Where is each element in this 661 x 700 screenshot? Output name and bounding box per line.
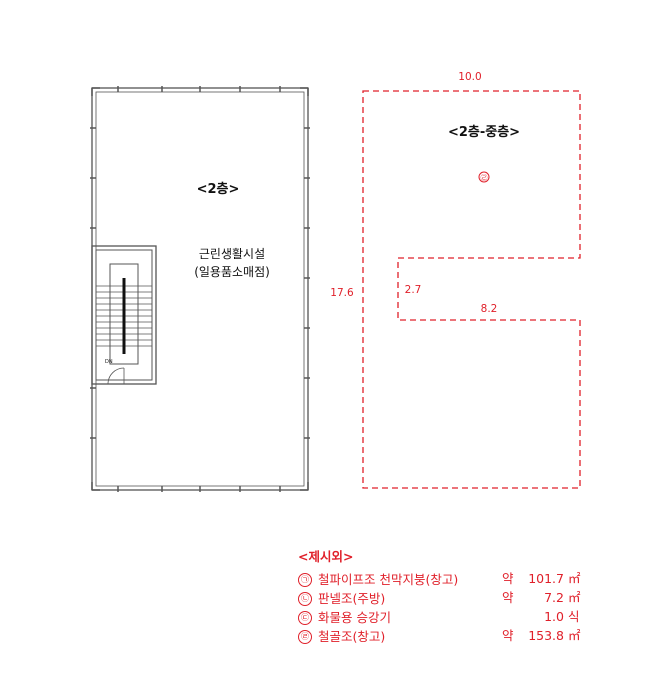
inner-wall: [95, 91, 305, 487]
mezzanine-title: <2층-중층>: [448, 124, 520, 140]
legend-unit: ㎡: [568, 571, 581, 586]
legend-qty: 7.2: [544, 590, 564, 605]
legend-qty: 101.7: [528, 571, 564, 586]
legend-mark: ㉡: [298, 591, 312, 606]
legend-unit: 식: [568, 609, 580, 624]
legend-mark: ㉢: [298, 610, 312, 625]
left-floor-plan: [90, 86, 310, 492]
legend-item: ㉢ 화물용 승강기 1.0 식: [298, 607, 598, 626]
stair-dn-label: DN: [105, 359, 113, 365]
legend-name: 화물용 승강기: [318, 610, 391, 625]
use-label-line2: (일용품소매점): [194, 265, 270, 279]
legend-item: ㉣ 철골조(창고) 약 153.8 ㎡: [298, 626, 598, 645]
dim-notch-height: 2.7: [405, 284, 422, 296]
legend-name: 판넬조(주방): [318, 591, 386, 606]
legend-name: 철파이프조 천막지붕(창고): [318, 572, 459, 587]
legend-prefix: 약: [502, 571, 514, 586]
stair-core: [91, 245, 157, 385]
legend-item: ㉡ 판넬조(주방) 약 7.2 ㎡: [298, 588, 598, 607]
legend-prefix: 약: [502, 590, 514, 605]
legend-name: 철골조(창고): [318, 629, 386, 644]
legend-mark: ㉠: [298, 572, 312, 587]
columns: [90, 86, 310, 492]
dim-left: 17.6: [330, 287, 354, 299]
legend-mark: ㉣: [298, 629, 312, 644]
legend-title: <제시외>: [298, 549, 354, 564]
marker-circle: [478, 171, 490, 183]
floor-label: <2층>: [197, 181, 240, 197]
mezzanine-outline: [362, 90, 581, 489]
dim-top: 10.0: [458, 71, 481, 83]
legend-item: ㉠ 철파이프조 천막지붕(창고) 약 101.7 ㎡: [298, 569, 598, 588]
legend-qty: 1.0: [544, 609, 564, 624]
dim-notch-depth: 8.2: [481, 303, 498, 315]
legend-unit: ㎡: [568, 590, 581, 605]
legend-qty: 153.8: [528, 628, 564, 643]
legend-unit: ㎡: [568, 628, 581, 643]
legend-prefix: 약: [502, 628, 514, 643]
use-label-line1: 근린생활시설: [199, 247, 265, 261]
legend: <제시외> ㉠ 철파이프조 천막지붕(창고) 약 101.7 ㎡ ㉡ 판넬조(주방)…: [298, 546, 598, 645]
marker-label: ㉣: [481, 174, 488, 182]
